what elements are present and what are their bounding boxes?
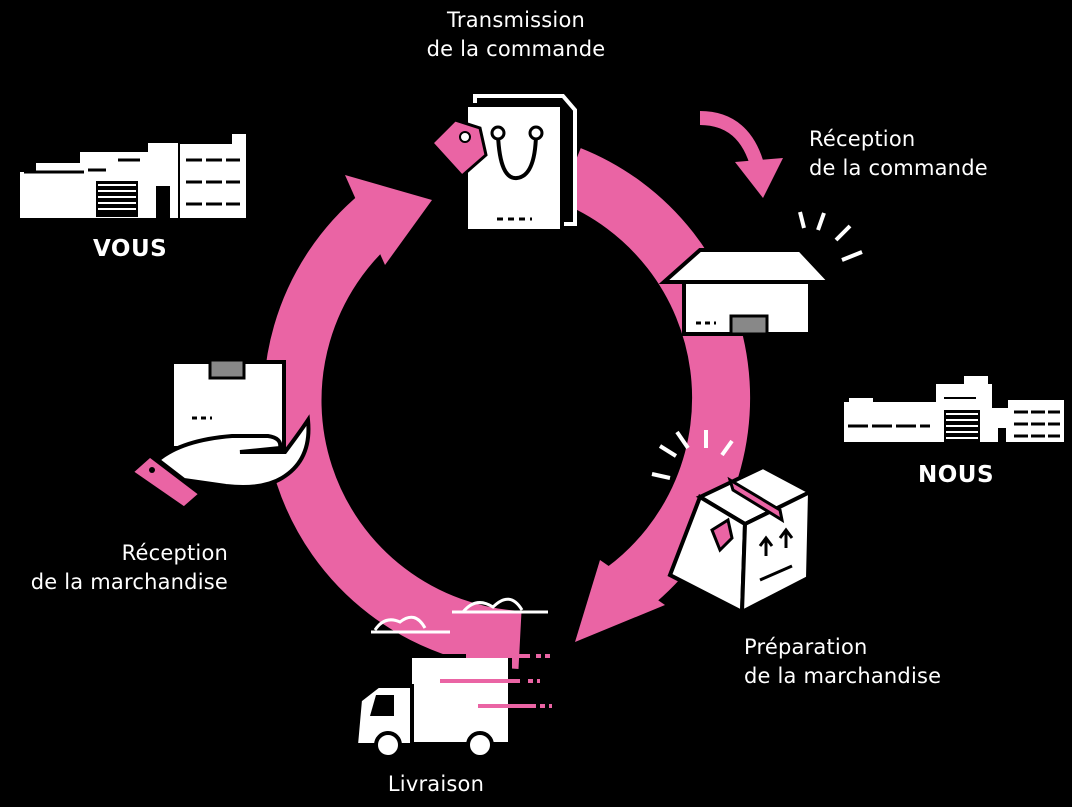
step-reception-commande-line2: de la commande (809, 156, 988, 180)
step-reception-marchandise-label: Réception de la marchandise (10, 539, 228, 597)
cycle-arrowhead-bottom (575, 560, 665, 642)
party-nous-label: NOUS (918, 462, 995, 488)
party-vous-label: VOUS (93, 236, 168, 262)
step-transmission-label: Transmission de la commande (396, 6, 636, 64)
step-reception-marchandise-line2: de la marchandise (30, 570, 228, 594)
delivery-truck-icon (353, 597, 552, 759)
factory-buildings-icon (20, 134, 246, 218)
step-livraison-line1: Livraison (387, 772, 485, 796)
cycle-ring (263, 148, 751, 669)
curved-arrow-icon (699, 111, 783, 198)
sealed-parcel-icon (651, 430, 815, 616)
open-box-icon (658, 211, 863, 336)
step-preparation-label: Préparation de la marchandise (744, 633, 1004, 691)
step-preparation-line1: Préparation (744, 635, 868, 659)
step-transmission-line2: de la commande (426, 37, 606, 61)
step-preparation-line2: de la marchandise (744, 664, 942, 688)
step-reception-marchandise-line1: Réception (121, 541, 228, 565)
cycle-arrowhead-top (345, 175, 432, 265)
step-transmission-line1: Transmission (446, 8, 586, 32)
step-reception-commande-line1: Réception (809, 127, 916, 151)
shopping-bag-with-tag-icon (429, 94, 577, 233)
factory-buildings-icon (844, 376, 1064, 442)
step-livraison-label: Livraison (356, 770, 516, 799)
step-reception-commande-label: Réception de la commande (809, 125, 1039, 183)
hand-holding-box-icon (129, 358, 311, 510)
